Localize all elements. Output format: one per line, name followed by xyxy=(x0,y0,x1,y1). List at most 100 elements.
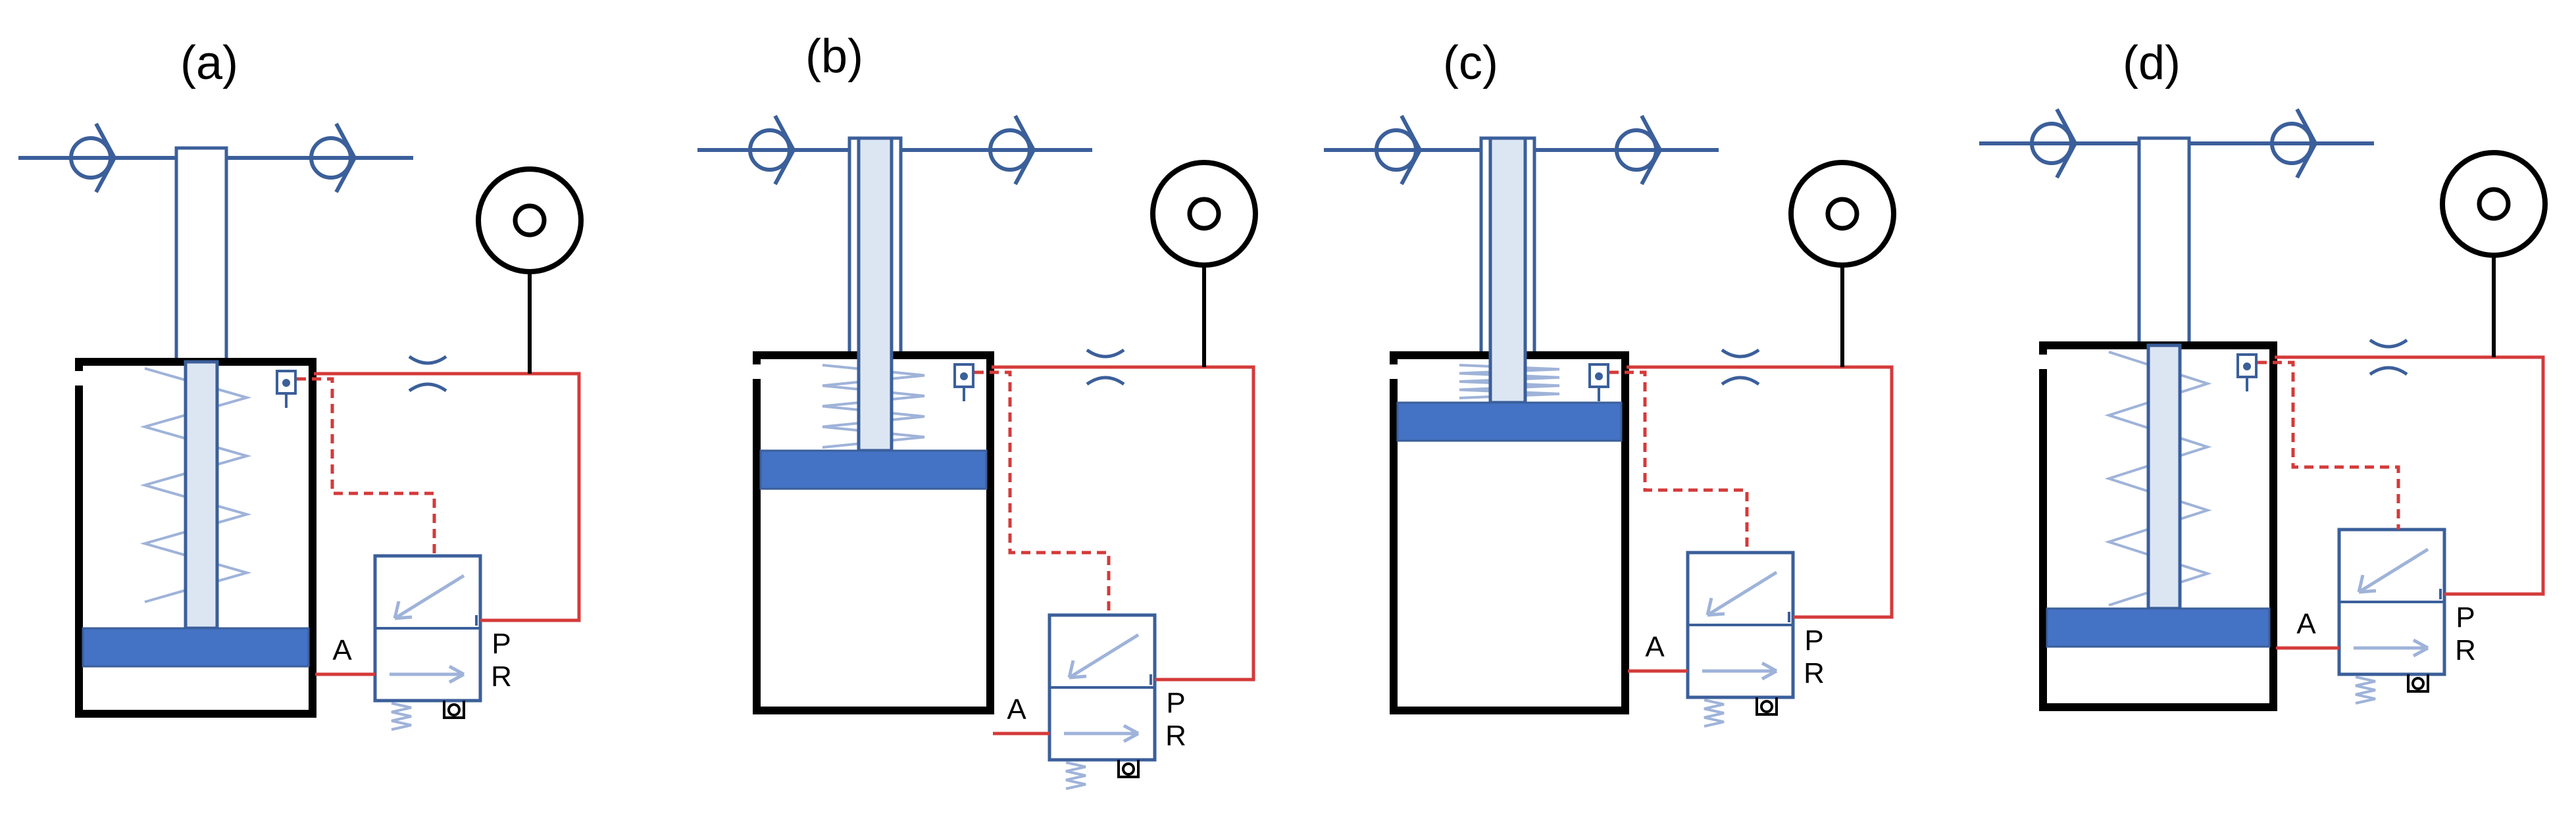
pilot-signal-line xyxy=(974,370,1111,615)
exhaust-ball xyxy=(1760,700,1773,713)
cylinder-vent xyxy=(750,364,766,379)
check-valve-right-seat xyxy=(1640,114,1663,186)
valve-spring xyxy=(1704,699,1725,728)
pressure-gauge xyxy=(2440,150,2548,258)
piston-rod xyxy=(184,360,219,630)
supply-air-line xyxy=(992,365,1255,682)
valve-flow-arrow-upper xyxy=(2358,547,2429,594)
pressure-gauge-center xyxy=(1187,197,1221,231)
cylinder-vent xyxy=(72,371,88,386)
pilot-sensor-ball xyxy=(960,372,968,380)
exhaust-icon xyxy=(1117,760,1140,778)
valve-arrowhead-lower xyxy=(448,664,465,684)
valve-arrowhead-upper xyxy=(1067,660,1087,680)
pressure-gauge-center xyxy=(2477,187,2511,221)
restrictor-bottom xyxy=(1086,376,1125,386)
valve-spring xyxy=(391,702,412,731)
valve-arrowhead-lower xyxy=(2412,638,2429,658)
valve-arrowhead-lower xyxy=(1761,661,1778,681)
valve-spring xyxy=(2355,676,2376,705)
piston xyxy=(82,627,310,668)
piston xyxy=(759,449,988,490)
port-label-p: P xyxy=(1804,624,1823,657)
check-valve-left xyxy=(748,128,792,172)
exhaust-icon xyxy=(2407,674,2429,693)
port-label-a: A xyxy=(1007,693,1026,726)
cylinder-vent xyxy=(1387,364,1403,379)
piston-rod xyxy=(1488,136,1527,405)
check-valve-right xyxy=(309,136,353,180)
port-label-p: P xyxy=(492,628,511,660)
pressure-gauge-center xyxy=(1825,197,1859,231)
check-valve-right-seat xyxy=(1013,114,1036,186)
panel-c: (c) A PR xyxy=(1324,37,1896,728)
pilot-sensor-ball xyxy=(1595,372,1603,380)
valve-flow-arrow-upper xyxy=(393,574,465,620)
restrictor-bottom xyxy=(408,382,447,393)
check-valve-right-seat xyxy=(334,122,357,193)
cylinder-vent xyxy=(2036,355,2052,369)
supply-air-line xyxy=(1627,365,1894,619)
port-label-r: R xyxy=(491,660,512,693)
port-label-p: P xyxy=(1166,687,1185,719)
check-valve-left-seat xyxy=(773,114,796,186)
restrictor-top xyxy=(1721,348,1760,359)
pressure-gauge xyxy=(1150,160,1258,268)
check-valve-left-seat xyxy=(2055,108,2078,179)
exhaust-ball xyxy=(447,703,461,716)
restrictor-bottom xyxy=(2369,366,2408,376)
supply-air-line xyxy=(2275,355,2545,596)
check-valve-left-seat xyxy=(1400,114,1423,186)
pressure-gauge-center xyxy=(513,203,547,237)
piston-rod xyxy=(2146,343,2182,610)
pilot-signal-line xyxy=(297,377,436,556)
exhaust-icon xyxy=(443,701,465,719)
piston xyxy=(2046,607,2271,648)
check-valve-left-seat xyxy=(94,122,117,193)
check-valve-right xyxy=(988,128,1032,172)
port-label-a: A xyxy=(1645,631,1665,663)
check-valve-right-seat xyxy=(2295,108,2318,179)
pilot-signal-line xyxy=(2258,361,2400,530)
panel-title: (b) xyxy=(805,30,863,83)
exhaust-ball xyxy=(1122,762,1135,776)
restrictor-top xyxy=(2369,338,2408,349)
port-label-r: R xyxy=(1804,657,1825,689)
exhaust-ball xyxy=(2412,677,2425,690)
panel-title: (d) xyxy=(2123,37,2181,89)
restrictor-top xyxy=(408,355,447,365)
check-valve-right xyxy=(2270,122,2313,165)
valve-flow-arrow-upper xyxy=(1706,570,1778,617)
supply-air-line xyxy=(314,372,581,622)
pilot-sensor-ball xyxy=(282,379,290,387)
valve-arrowhead-upper xyxy=(1705,597,1725,617)
valve-flow-arrow-upper xyxy=(1068,633,1140,680)
valve-arrowhead-upper xyxy=(393,601,413,620)
check-valve-left xyxy=(1375,128,1418,172)
valve-spring xyxy=(1065,761,1086,790)
guide-tube xyxy=(174,146,228,364)
pilot-sensor-ball xyxy=(2243,362,2251,370)
port-label-a: A xyxy=(332,634,352,666)
panel-b: (b) A PR xyxy=(697,30,1258,790)
check-valve-left xyxy=(69,136,113,180)
port-label-p: P xyxy=(2456,601,2475,634)
guide-tube xyxy=(2137,136,2191,347)
panel-title: (c) xyxy=(1443,37,1498,89)
check-valve-left xyxy=(2030,122,2073,165)
check-valve-right xyxy=(1615,128,1658,172)
exhaust-icon xyxy=(1755,697,1778,716)
piston xyxy=(1396,401,1623,442)
valve-arrowhead-lower xyxy=(1123,724,1140,743)
pressure-gauge xyxy=(1788,160,1896,268)
restrictor-bottom xyxy=(1721,376,1760,386)
port-label-a: A xyxy=(2296,608,2316,640)
piston-rod xyxy=(857,136,894,453)
panel-a: (a) A PR xyxy=(18,37,584,731)
panel-title: (a) xyxy=(180,37,238,89)
valve-arrowhead-upper xyxy=(2357,574,2377,594)
port-label-r: R xyxy=(1165,720,1186,752)
pilot-signal-line xyxy=(1609,370,1749,553)
